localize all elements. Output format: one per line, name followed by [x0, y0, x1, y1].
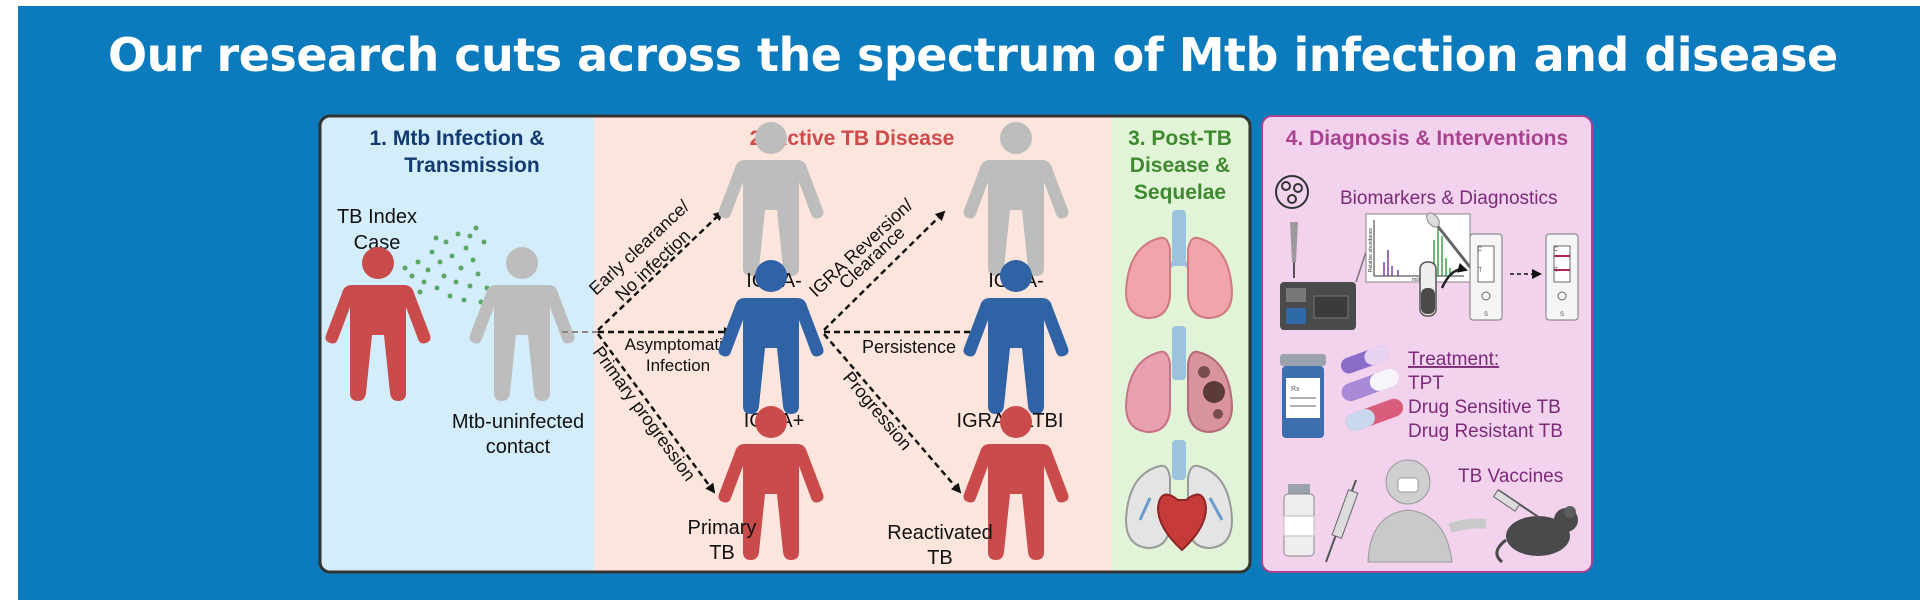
tb-vaccines-label: TB Vaccines — [1458, 466, 1563, 487]
reactivated-tb-label-line2: TB — [927, 547, 953, 569]
curved-arrow-icon — [1440, 262, 1468, 289]
lungs-with-heart-icon — [1124, 440, 1234, 552]
person-receiving-vaccine-icon — [1367, 459, 1487, 563]
healthy-lungs-icon — [1124, 210, 1234, 320]
test-1-s-label: S — [1484, 312, 1488, 318]
syringe-icon — [1325, 479, 1359, 563]
treatment-item-drug-sensitive: Drug Sensitive TB — [1408, 397, 1561, 418]
panel-1-title-line2: Transmission — [404, 154, 539, 177]
treatment-item-tpt: TPT — [1408, 373, 1444, 394]
arrow-primary-progression — [596, 333, 716, 494]
primary-tb-label-line2: TB — [709, 542, 735, 564]
panel-4-background — [1261, 115, 1593, 573]
index-case-label-line1: TB Index — [337, 206, 417, 228]
persistence-label: Persistence — [862, 337, 956, 357]
diseased-lungs-icon — [1124, 326, 1234, 434]
page-title: Our research cuts across the spectrum of… — [108, 28, 1838, 82]
panel-1-title-line1: 1. Mtb Infection & — [370, 127, 545, 150]
test-2-c-label: C — [1554, 247, 1559, 253]
pill-bottle-rx-label: Rx — [1291, 386, 1300, 393]
spectrum-axis-x-label: m/z — [1412, 277, 1421, 283]
lateral-flow-test-icon — [1469, 233, 1503, 321]
capsules-icon — [1340, 345, 1404, 432]
panel-2-title: 2. Active TB Disease — [750, 127, 955, 150]
positive-test-result-icon — [1545, 233, 1579, 321]
arrow-progression — [823, 333, 962, 494]
sample-tube-icon — [1419, 261, 1437, 317]
test-1-c-label: C — [1478, 247, 1483, 253]
arrow-igra-reversion — [823, 210, 946, 331]
spectrum-axis-y-label: Relative abundance — [1368, 228, 1374, 272]
panel-1-background — [320, 116, 594, 572]
test-2-s-label: S — [1560, 312, 1564, 318]
contact-label-line1: Mtb-uninfected — [452, 411, 584, 433]
pill-bottle-icon — [1280, 354, 1326, 438]
mouse-with-syringe-icon — [1492, 489, 1578, 564]
panel-4-title: 4. Diagnosis & Interventions — [1286, 127, 1568, 150]
biomarkers-label: Biomarkers & Diagnostics — [1340, 188, 1558, 209]
index-case-label-line2: Case — [354, 232, 401, 254]
test-1-t-label: T — [1478, 268, 1482, 274]
panel-3-title-line3: Sequelae — [1134, 181, 1226, 204]
test-2-t-label: T — [1554, 268, 1558, 274]
reactivated-tb-label-line1: Reactivated — [887, 522, 993, 544]
panel-3-title-line1: 3. Post-TB — [1128, 127, 1232, 150]
main-panel-border — [318, 114, 1252, 574]
treatment-item-drug-resistant: Drug Resistant TB — [1408, 421, 1563, 442]
panel-3-title-line2: Disease & — [1130, 154, 1230, 177]
asymptomatic-label-line1: Asymptomatic — [625, 335, 732, 354]
aerosol-droplets-icon — [402, 225, 490, 305]
treatment-heading: Treatment: — [1408, 349, 1499, 370]
primary-tb-label-line1: Primary — [688, 517, 757, 539]
mass-spectrometer-icon — [1280, 222, 1356, 330]
asymptomatic-label-line2: Infection — [646, 356, 710, 375]
arrow-early-clearance — [597, 210, 724, 331]
vaccine-vial-icon — [1283, 484, 1315, 557]
biomarker-molecules-icon — [1275, 175, 1309, 209]
contact-label-line2: contact — [486, 436, 551, 458]
